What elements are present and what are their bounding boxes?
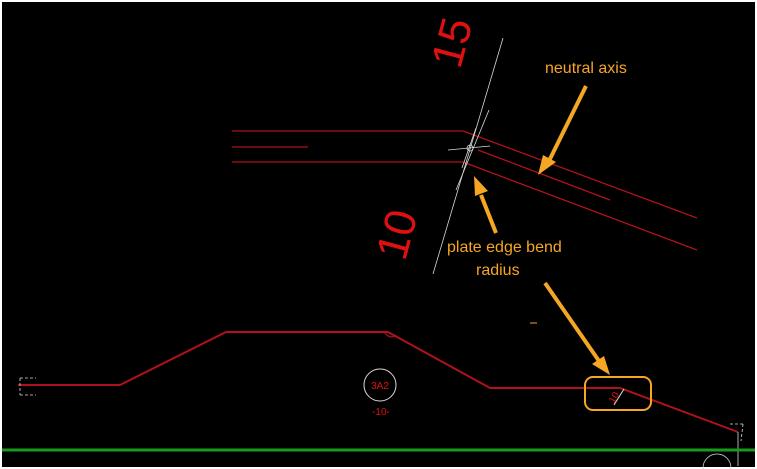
profile-label: -10- xyxy=(372,407,390,418)
profile-left-end-marker xyxy=(19,377,36,396)
arrow-neutral-axis-icon xyxy=(538,85,588,175)
bend-radius-label-line2: radius xyxy=(476,262,520,279)
profile-outline xyxy=(18,331,739,433)
bottom-right-circle xyxy=(702,453,732,469)
arrow-bend-radius-icon xyxy=(474,176,498,234)
profile-bend-arc xyxy=(383,331,397,338)
profile-right-end-marker xyxy=(730,423,744,442)
small-radius-arrow-icon xyxy=(613,388,625,406)
arrow-callout-icon xyxy=(543,281,610,375)
svg-text:3A2: 3A2 xyxy=(371,381,389,392)
neutral-axis-label: neutral axis xyxy=(545,60,627,77)
bend-center-marker xyxy=(466,144,474,152)
plate-bend-detail xyxy=(232,130,698,251)
section-marker-icon: 3A2 xyxy=(363,368,397,402)
bend-radius-label-line1: plate edge bend xyxy=(447,239,562,256)
plate-inclined-bottom-edge xyxy=(462,161,698,251)
plate-inclined-top-edge xyxy=(462,130,698,219)
plate-inclined-neutral-line xyxy=(477,149,611,201)
bend-construction-lines xyxy=(432,37,504,275)
radius-callout-box-icon xyxy=(584,376,652,411)
small-radius-dimension: 10 xyxy=(607,390,622,406)
